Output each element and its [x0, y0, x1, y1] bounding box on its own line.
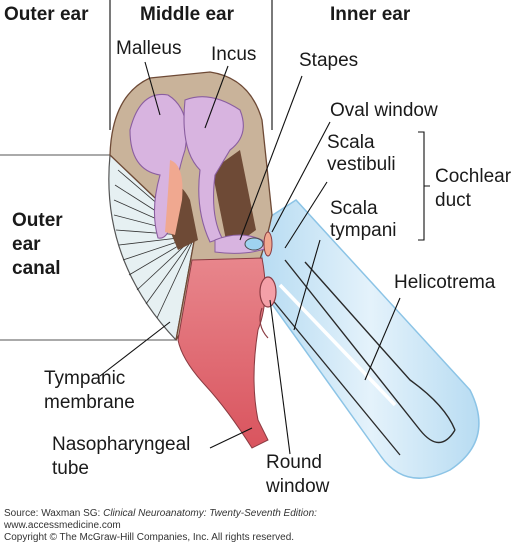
stapes-label: Stapes [299, 50, 359, 71]
scala-tympani-label-line1: Scala [330, 198, 378, 219]
pointer-oval-window [271, 121, 331, 233]
pointer-tympanic-membrane [99, 321, 171, 377]
middle-ear-heading: Middle ear [140, 4, 234, 25]
cochlear-duct-label-line2: duct [435, 190, 471, 211]
outer-ear-heading: Outer ear [4, 4, 89, 25]
pointer-scala-tympani [293, 239, 321, 331]
malleus-label: Malleus [116, 38, 182, 59]
cochlear-duct-label-line1: Cochlear [435, 166, 512, 187]
cochlea [261, 199, 480, 479]
nasopharyngeal-tube-label-line1: Nasopharyngeal [52, 434, 191, 455]
helicotrema-label: Helicotrema [394, 272, 496, 293]
round-window [259, 276, 277, 308]
round-window-label-line2: window [266, 476, 330, 497]
cavity-shadow-2 [212, 150, 256, 250]
incus-bone [183, 96, 244, 243]
source-prefix: Source: Waxman SG: [4, 508, 104, 519]
pointer-malleus [144, 61, 161, 116]
pointer-stapes [239, 75, 303, 241]
outer-ear-canal-label-line1: Outer [12, 210, 63, 231]
oval-window-label: Oval window [330, 100, 438, 121]
outer-ear-canal-label-line3: canal [12, 258, 61, 279]
pointer-scala-vestibuli [284, 181, 328, 249]
tympanic-membrane-label-line1: Tympanic [44, 368, 126, 389]
source-website: www.accessmedicine.com [4, 520, 121, 531]
malleus-handle [165, 160, 183, 235]
copyright-notice: Copyright © The McGraw-Hill Companies, I… [4, 532, 295, 543]
nasopharyngeal-tube [177, 257, 269, 449]
scala-vestibuli-label-line1: Scala [327, 132, 375, 153]
tympanic-membrane-label-line2: membrane [44, 392, 135, 413]
round-window-lower [259, 307, 269, 339]
source-title: Clinical Neuroanatomy: Twenty-Seventh Ed… [103, 508, 317, 519]
outer-ear-canal-label-line2: ear [12, 234, 41, 255]
scala-tympani-label-line2: tympani [330, 220, 397, 241]
source-citation: Source: Waxman SG: Clinical Neuroanatomy… [4, 508, 317, 520]
round-window-label-line1: Round [266, 452, 322, 473]
oval-window [263, 231, 273, 257]
cochlear-duct-bracket [418, 131, 430, 241]
incus-label: Incus [211, 44, 257, 65]
pointer-round-window [269, 299, 291, 455]
pointer-incus [204, 65, 229, 129]
pointer-nasopharyngeal [209, 427, 253, 449]
inner-ear-heading: Inner ear [330, 4, 411, 25]
pointer-helicotrema [364, 297, 401, 381]
scala-vestibuli-label-line2: vestibuli [327, 154, 396, 175]
nasopharyngeal-tube-label-line2: tube [52, 458, 89, 479]
